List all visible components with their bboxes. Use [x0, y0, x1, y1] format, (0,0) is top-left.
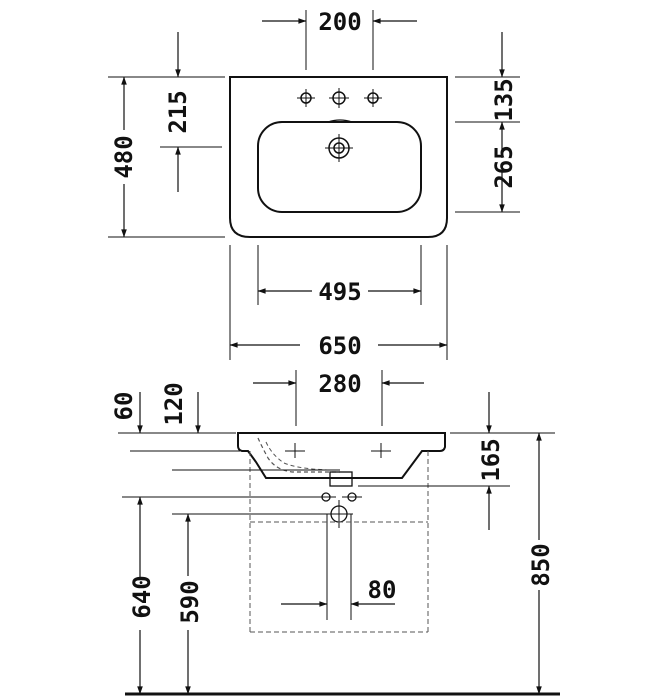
rear-offset-label: 135	[490, 78, 518, 121]
basin-outline	[229, 76, 448, 238]
waste-height-label: 640	[128, 575, 156, 618]
basin-rim	[237, 432, 446, 479]
bowl-width-label: 495	[318, 278, 361, 306]
trap-height-label: 590	[176, 580, 204, 623]
overall-depth-label: 480	[110, 135, 138, 178]
trap-offset-label: 80	[368, 576, 397, 604]
plan-view	[108, 10, 520, 360]
faucet-hole-right-icon	[364, 89, 382, 107]
bowl-outline	[257, 121, 422, 213]
faucet-hole-left-icon	[297, 89, 315, 107]
drain-icon	[325, 134, 353, 162]
waste-fitting-icon	[316, 492, 362, 502]
rim-height-label: 850	[527, 543, 555, 586]
tap-right-icon	[371, 443, 391, 458]
tap-left-icon	[285, 443, 305, 458]
elevation-view	[118, 370, 560, 696]
bowl-drop-label: 165	[477, 438, 505, 481]
basin-height-label: 120	[160, 382, 188, 425]
rim-thickness-label: 60	[110, 392, 138, 421]
faucet-hole-spacing-label: 200	[318, 8, 361, 36]
bowl-depth-label: 265	[490, 145, 518, 188]
depth-to-faucet-label: 215	[164, 90, 192, 133]
cabinet-outline	[249, 451, 429, 633]
trap-outlet-icon	[325, 500, 353, 528]
mount-spacing-label: 280	[318, 370, 361, 398]
faucet-hole-center-icon	[329, 88, 349, 108]
overall-width-label: 650	[318, 332, 361, 360]
